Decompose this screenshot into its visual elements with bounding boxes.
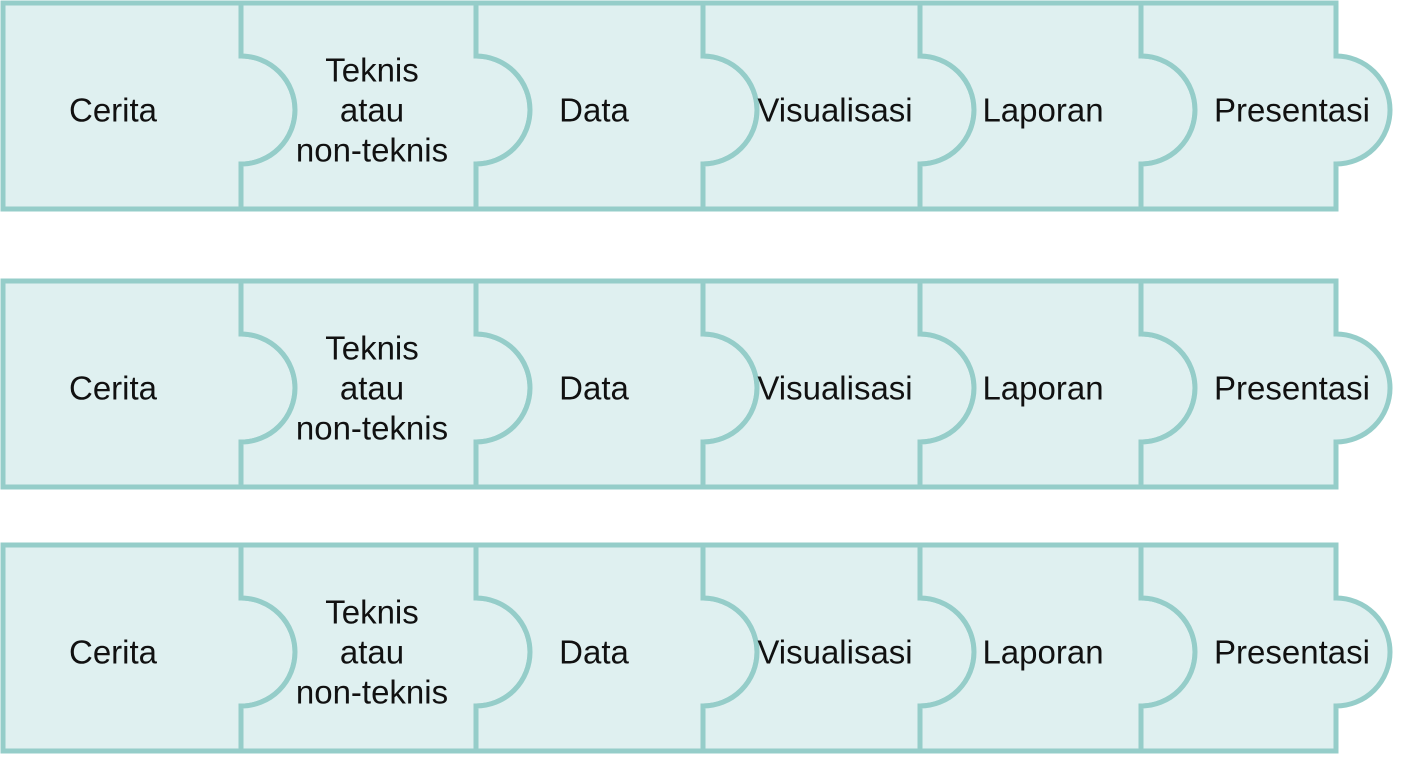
piece-label: Data: [559, 370, 629, 407]
piece-label: atau: [340, 634, 404, 671]
piece-label: Teknis: [325, 330, 419, 367]
piece-label: non-teknis: [296, 132, 448, 169]
piece-label: Teknis: [325, 52, 419, 89]
piece-label: Cerita: [69, 92, 158, 129]
piece-label: Data: [559, 634, 629, 671]
piece-label: non-teknis: [296, 410, 448, 447]
piece-label: Presentasi: [1214, 370, 1370, 407]
piece-label: Visualisasi: [757, 92, 912, 129]
piece-label: Visualisasi: [757, 634, 912, 671]
puzzle-piece: Data: [473, 0, 760, 212]
puzzle-piece: Visualisasi: [700, 542, 977, 754]
piece-label: Visualisasi: [757, 370, 912, 407]
piece-label: Presentasi: [1214, 634, 1370, 671]
piece-label: atau: [340, 370, 404, 407]
piece-label: Cerita: [69, 634, 158, 671]
piece-label: Laporan: [982, 634, 1103, 671]
piece-label: non-teknis: [296, 674, 448, 711]
piece-label: Presentasi: [1214, 92, 1370, 129]
puzzle-piece: Presentasi: [1138, 278, 1393, 490]
piece-label: Teknis: [325, 594, 419, 631]
puzzle-piece-shape: [1138, 542, 1393, 754]
puzzle-piece: Laporan: [917, 278, 1198, 490]
piece-label: atau: [340, 92, 404, 129]
puzzle-piece: Presentasi: [1138, 542, 1393, 754]
piece-label: Data: [559, 92, 629, 129]
piece-label: Laporan: [982, 370, 1103, 407]
puzzle-piece: Presentasi: [1138, 0, 1393, 212]
puzzle-piece-shape: [1138, 278, 1393, 490]
piece-label: Cerita: [69, 370, 158, 407]
piece-label: Laporan: [982, 92, 1103, 129]
puzzle-piece-shape: [1138, 0, 1393, 212]
